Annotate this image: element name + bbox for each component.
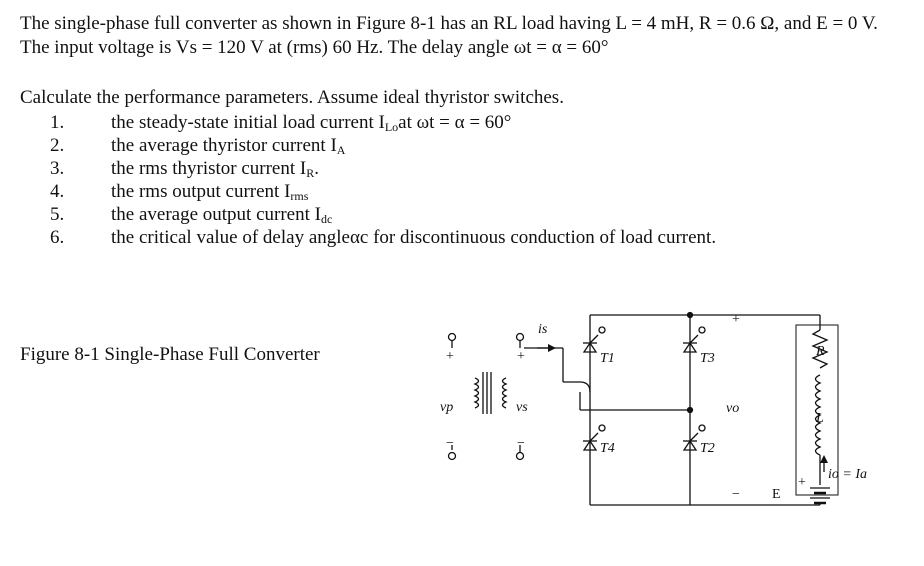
figure-caption: Figure 8-1 Single-Phase Full Converter <box>20 344 320 365</box>
item-number: 2. <box>50 135 65 156</box>
item-text-tail: at ωt = α = 60° <box>398 112 512 133</box>
item-number: 4. <box>50 181 65 202</box>
item-text-main: the rms output current I <box>111 181 291 202</box>
vo-label: vo <box>726 401 739 416</box>
is-label: is <box>538 322 548 337</box>
secondary-winding <box>501 377 508 409</box>
is-arrow <box>548 344 556 352</box>
load-box <box>795 324 839 496</box>
t2-label: T2 <box>700 441 715 456</box>
primary-winding <box>473 377 480 409</box>
t1-label: T1 <box>600 351 615 366</box>
item-text-main: the steady-state initial load current I <box>111 112 385 133</box>
item-number: 5. <box>50 204 65 225</box>
item-subscript: R <box>306 166 315 180</box>
item-subscript: rms <box>290 189 309 203</box>
vp-label: vp <box>440 400 453 415</box>
inductor <box>814 374 822 456</box>
vp-plus: + <box>446 349 454 364</box>
item-subscript: Lo <box>384 120 399 134</box>
item-number: 6. <box>50 227 65 248</box>
problem-intro: The single-phase full converter as shown… <box>20 13 878 58</box>
r-label: R <box>815 344 825 359</box>
l-label: L <box>815 411 824 426</box>
io-label: io = Ia <box>828 467 867 482</box>
item-text: the steady-state initial load current IL… <box>111 111 511 139</box>
problem-instruction: Calculate the performance parameters. As… <box>20 87 564 108</box>
item-text-main: the rms thyristor current I <box>111 158 307 179</box>
item-text-main: the average thyristor current I <box>111 135 337 156</box>
item-text-main: the critical value of delay angleαc for … <box>111 227 717 248</box>
item-number: 1. <box>50 112 65 133</box>
vs-label: vs <box>516 400 528 415</box>
item-text-main: the average output current I <box>111 204 321 225</box>
converter-circuit-diagram: + vp − + vs − is T1 T4 T3 T2 + vo − R L … <box>440 311 867 506</box>
t3-label: T3 <box>700 351 715 366</box>
primary-top-terminal <box>447 332 457 342</box>
t4-label: T4 <box>600 441 615 456</box>
vs-minus: − <box>517 436 525 451</box>
primary-bottom-terminal <box>447 451 457 461</box>
vo-plus: + <box>732 312 740 327</box>
item-text-tail: . <box>314 158 319 179</box>
item-text: the rms thyristor current IR. <box>111 157 319 185</box>
item-text: the average output current Idc <box>111 203 332 231</box>
item-text: the rms output current Irms <box>111 180 308 208</box>
resistor <box>811 329 829 369</box>
vp-minus: − <box>446 436 454 451</box>
io-arrow <box>820 455 828 463</box>
e-plus: + <box>798 475 806 490</box>
item-subscript: A <box>336 143 346 157</box>
item-text: the average thyristor current IA <box>111 134 345 162</box>
vo-minus: − <box>732 487 740 502</box>
vs-plus: + <box>517 349 525 364</box>
e-label: E <box>772 487 781 502</box>
item-text: the critical value of delay angleαc for … <box>111 226 716 249</box>
item-subscript: dc <box>320 212 333 226</box>
item-number: 3. <box>50 158 65 179</box>
